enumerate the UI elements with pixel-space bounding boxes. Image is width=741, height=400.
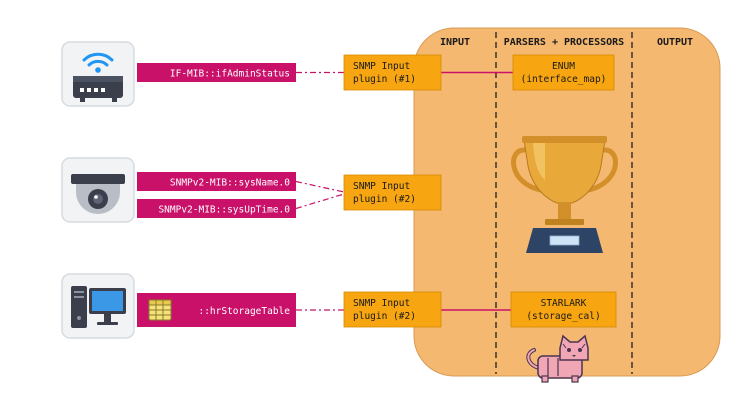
metric-sys-name: SNMPv2-MIB::sysName.0: [137, 172, 296, 191]
plugin-1-line2: plugin (#1): [353, 74, 416, 85]
column-heading-output: OUTPUT: [657, 37, 693, 48]
processor-enum-line1: ENUM: [552, 61, 575, 72]
column-heading-parsers: PARSERS + PROCESSORS: [504, 37, 624, 48]
metric-label-if-admin-status: IF-MIB::ifAdminStatus: [170, 69, 290, 80]
processor-starlark: STARLARK (storage_cal): [510, 291, 617, 328]
plugin-snmp-input-3: SNMP Input plugin (#2): [343, 291, 442, 328]
plugin-snmp-input-1: SNMP Input plugin (#1): [343, 54, 442, 91]
plugin-snmp-input-2: SNMP Input plugin (#2): [343, 174, 442, 211]
wifi-router-icon: [73, 52, 123, 102]
processor-starlark-line2: (storage_cal): [526, 311, 600, 322]
metric-sys-uptime: SNMPv2-MIB::sysUpTime.0: [137, 199, 296, 218]
plugin-2-line1: SNMP Input: [353, 181, 410, 192]
processor-starlark-line1: STARLARK: [541, 298, 587, 309]
column-heading-input: INPUT: [440, 37, 470, 48]
device-camera: [61, 157, 135, 223]
processor-enum-line2: (interface_map): [521, 74, 607, 85]
device-router: [61, 41, 135, 107]
plugin-3-line1: SNMP Input: [353, 298, 410, 309]
plugin-3-line2: plugin (#2): [353, 311, 416, 322]
trophy-icon: [511, 136, 618, 253]
metric-label-sys-name: SNMPv2-MIB::sysName.0: [170, 178, 290, 189]
table-icon: [148, 299, 172, 321]
processor-enum: ENUM (interface_map): [512, 54, 615, 91]
plugin-2-line2: plugin (#2): [353, 194, 416, 205]
connector-sysuptime-to-plugin2: [295, 193, 345, 210]
device-desktop: [61, 273, 135, 339]
plugin-1-line1: SNMP Input: [353, 61, 410, 72]
metric-label-hr-storage-table: ::hrStorageTable: [198, 306, 290, 317]
metric-if-admin-status: IF-MIB::ifAdminStatus: [137, 63, 296, 82]
security-camera-icon: [71, 174, 125, 214]
connector-sysname-to-plugin2: [295, 180, 345, 193]
metric-label-sys-uptime: SNMPv2-MIB::sysUpTime.0: [158, 205, 290, 216]
metric-hr-storage-table: ::hrStorageTable: [137, 293, 296, 327]
tiger-mascot-icon: [526, 334, 589, 383]
desktop-computer-icon: [71, 286, 126, 328]
